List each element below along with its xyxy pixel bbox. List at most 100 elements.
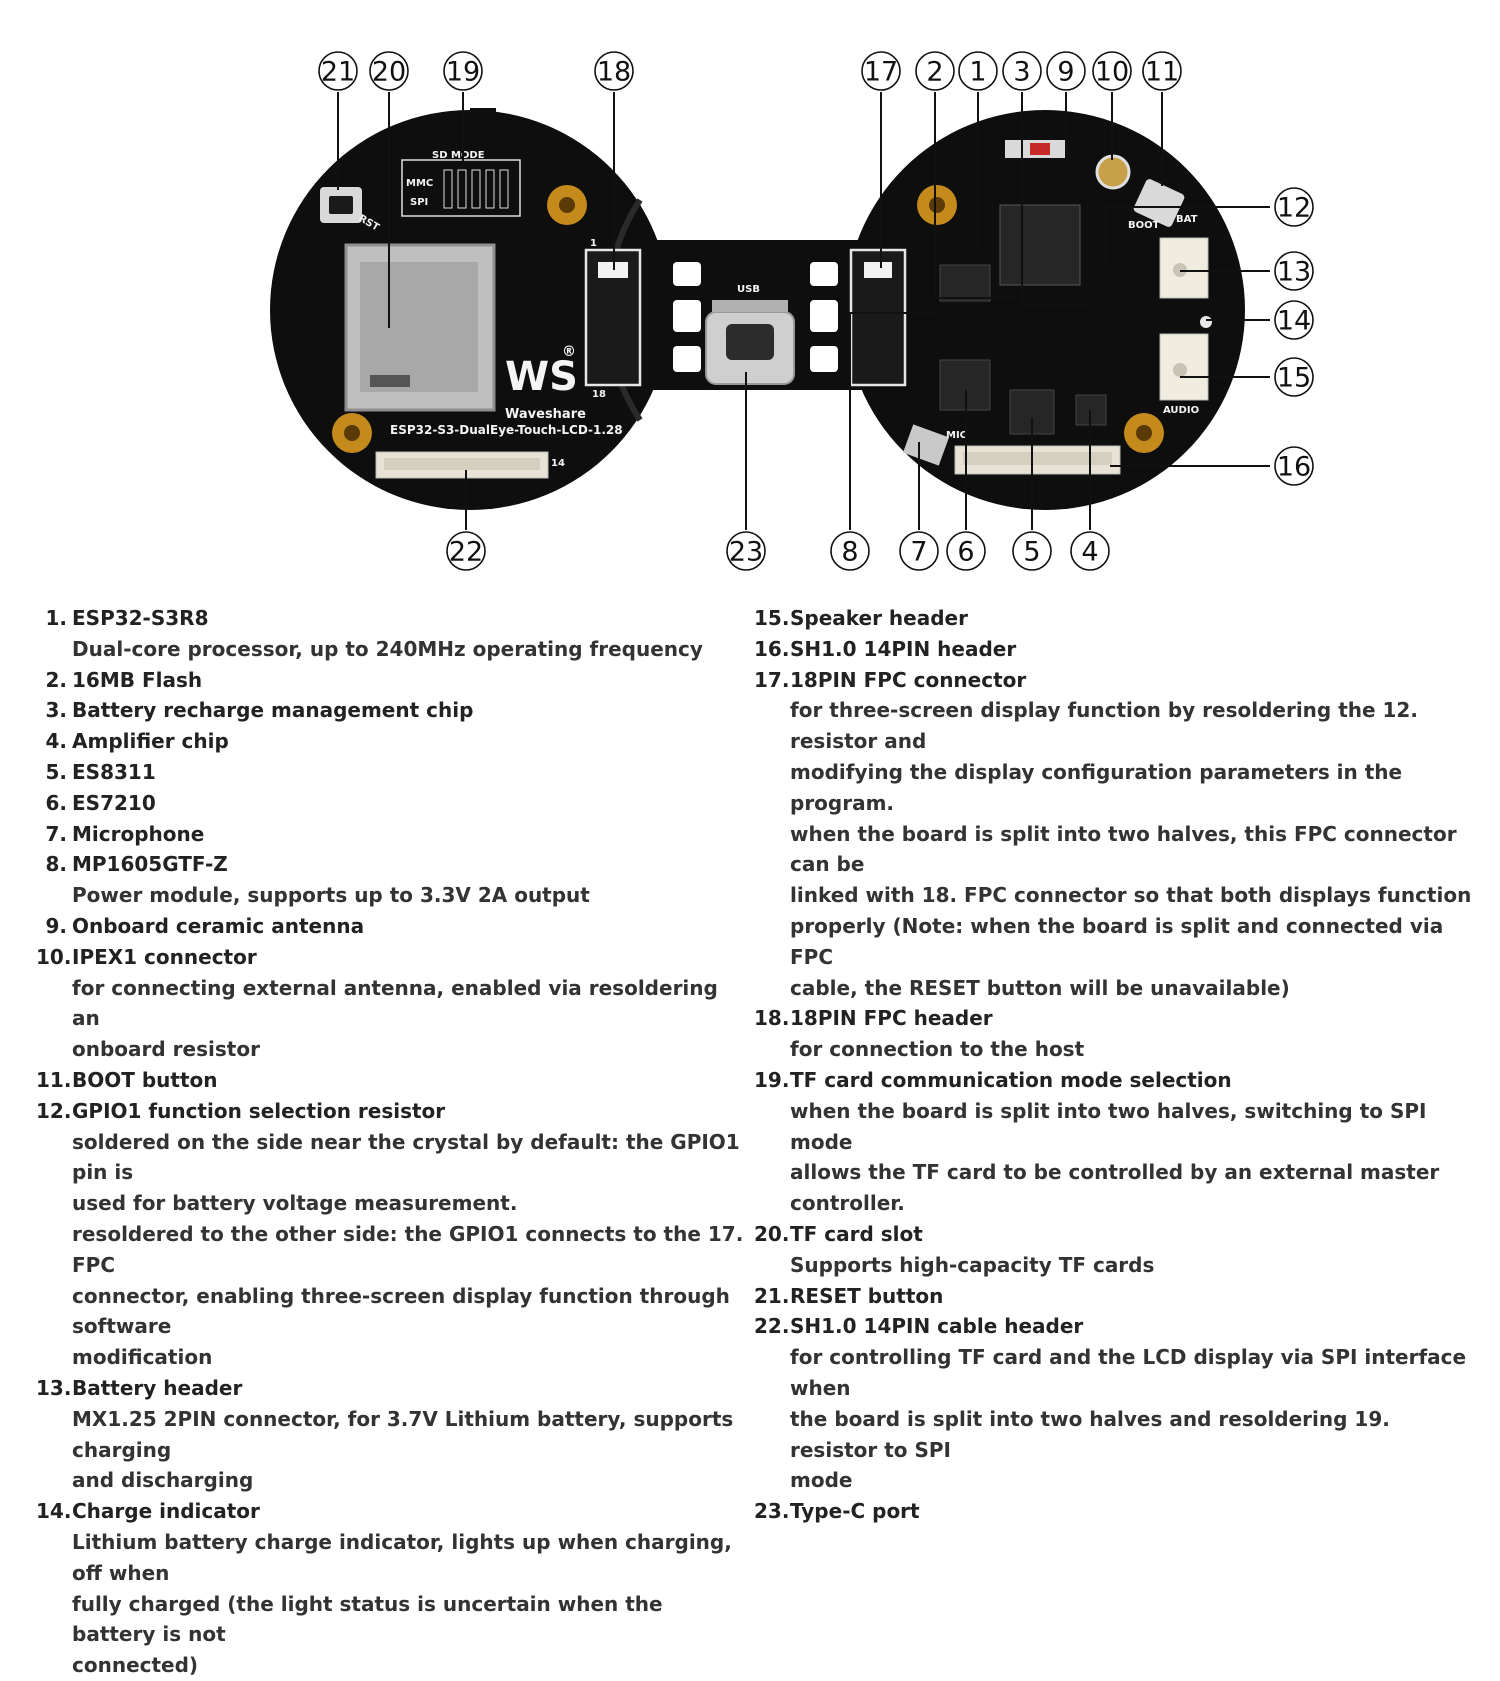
- legend-item: 7.Microphone: [36, 819, 746, 850]
- reset-button: [320, 187, 362, 223]
- legend-item-title: Battery header: [72, 1375, 243, 1400]
- model-silk: ESP32-S3-DualEye-Touch-LCD-1.28: [390, 423, 623, 437]
- mic-silk: MIC: [946, 430, 967, 441]
- callout-5: 5: [1012, 531, 1052, 571]
- svg-text:16: 16: [1277, 452, 1311, 483]
- callout-9: 9: [1046, 51, 1086, 91]
- callout-18: 18: [594, 51, 634, 91]
- callout-14: 14: [1274, 300, 1314, 340]
- esp32-chip: [999, 204, 1081, 286]
- pin-14-silk: 14: [551, 458, 565, 469]
- legend-item-number: 23.: [754, 1499, 790, 1524]
- legend-item-number: 5.: [45, 759, 67, 784]
- legend-item-title: RESET button: [790, 1283, 944, 1308]
- legend-item-description: soldered on the side near the crystal by…: [72, 1129, 740, 1185]
- flash-chip: [939, 264, 991, 302]
- legend-item: 2.16MB Flash: [36, 665, 746, 696]
- spi-silk: SPI: [410, 197, 428, 208]
- callout-13: 13: [1274, 251, 1314, 291]
- sh10-header-16: [954, 445, 1121, 475]
- svg-text:14: 14: [1277, 306, 1311, 337]
- callout-labels: 21 20 19 18 17 2 1 3 9 10 11 12 13 14 15…: [318, 51, 1314, 571]
- leader-lines: [337, 92, 1270, 530]
- svg-text:5: 5: [1023, 537, 1040, 568]
- usb-type-c: USB: [705, 284, 795, 385]
- svg-text:6: 6: [957, 537, 974, 568]
- legend-item-title: MP1605GTF-Z: [72, 852, 228, 877]
- legend-item-description: cable, the RESET button will be unavaila…: [790, 975, 1290, 1000]
- svg-text:21: 21: [321, 57, 355, 88]
- legend-item-description: for three-screen display function by res…: [790, 698, 1418, 754]
- legend-item-number: 2.: [45, 667, 67, 692]
- svg-text:2: 2: [926, 57, 943, 88]
- legend-item-description: connected): [72, 1653, 199, 1678]
- callout-17: 17: [861, 51, 901, 91]
- legend-item-description: Lithium battery charge indicator, lights…: [72, 1529, 732, 1585]
- svg-text:17: 17: [864, 57, 898, 88]
- legend-item-title: Microphone: [72, 821, 205, 846]
- legend-item-description: properly (Note: when the board is split …: [790, 913, 1444, 969]
- callout-2: 2: [915, 51, 955, 91]
- legend-item-number: 21.: [754, 1283, 790, 1308]
- logo-registered: ®: [562, 344, 576, 360]
- callout-10: 10: [1092, 51, 1132, 91]
- callout-15: 15: [1274, 357, 1314, 397]
- legend-item-description: for connecting external antenna, enabled…: [72, 975, 718, 1031]
- legend-item-description: modification: [72, 1345, 213, 1370]
- brand-silk: Waveshare: [505, 407, 586, 422]
- callout-7: 7: [899, 531, 939, 571]
- legend-item-title: SH1.0 14PIN header: [790, 636, 1017, 661]
- antenna: [1005, 140, 1065, 158]
- sd-mode-silk: SD MODE: [432, 150, 485, 161]
- legend-item-description: resoldered to the other side: the GPIO1 …: [72, 1221, 744, 1277]
- legend-item-description: Power module, supports up to 3.3V 2A out…: [72, 883, 590, 908]
- legend-item-number: 17.: [754, 667, 790, 692]
- legend-item-title: SH1.0 14PIN cable header: [790, 1314, 1084, 1339]
- legend-item-title: 18PIN FPC header: [790, 1006, 993, 1031]
- legend-item-number: 13.: [36, 1375, 72, 1400]
- audio-silk: AUDIO: [1163, 405, 1199, 416]
- legend-item-title: Battery recharge management chip: [72, 698, 474, 723]
- callout-19: 19: [443, 51, 483, 91]
- fpc-connector-17: [849, 248, 907, 387]
- callout-8: 8: [830, 531, 870, 571]
- legend-item-number: 20.: [754, 1221, 790, 1246]
- callout-12: 12: [1274, 187, 1314, 227]
- legend-item-description: for connection to the host: [790, 1037, 1085, 1062]
- callout-3: 3: [1002, 51, 1042, 91]
- callout-4: 4: [1070, 531, 1110, 571]
- pin-1-silk: 1: [590, 238, 597, 249]
- logo-mark: WS: [505, 354, 578, 400]
- legend-item-title: ES8311: [72, 759, 156, 784]
- sd-mode-selector: SD MODE MMC SPI: [401, 150, 521, 217]
- legend-item-description: linked with 18. FPC connector so that bo…: [790, 883, 1472, 908]
- legend-item: 6.ES7210: [36, 788, 746, 819]
- callout-21: 21: [318, 51, 358, 91]
- legend-item-number: 14.: [36, 1499, 72, 1524]
- ipex-connector: [1095, 154, 1131, 190]
- legend-item-title: ESP32-S3R8: [72, 606, 209, 630]
- legend-item-description: MX1.25 2PIN connector, for 3.7V Lithium …: [72, 1406, 734, 1462]
- legend-item-description: used for battery voltage measurement.: [72, 1191, 518, 1216]
- legend-item-number: 16.: [754, 636, 790, 661]
- mounting-holes: [332, 185, 1164, 453]
- boot-silk: BOOT: [1128, 220, 1160, 231]
- svg-text:20: 20: [372, 57, 406, 88]
- legend-item-number: 15.: [754, 606, 790, 630]
- legend-item-description: Supports high-capacity TF cards: [790, 1252, 1155, 1277]
- legend-item: 23.Type-C port: [754, 1496, 1474, 1527]
- svg-text:13: 13: [1277, 257, 1311, 288]
- legend-item-title: TF card communication mode selection: [790, 1067, 1232, 1092]
- legend-item-number: 12.: [36, 1098, 72, 1123]
- svg-text:4: 4: [1081, 537, 1098, 568]
- svg-text:11: 11: [1145, 57, 1179, 88]
